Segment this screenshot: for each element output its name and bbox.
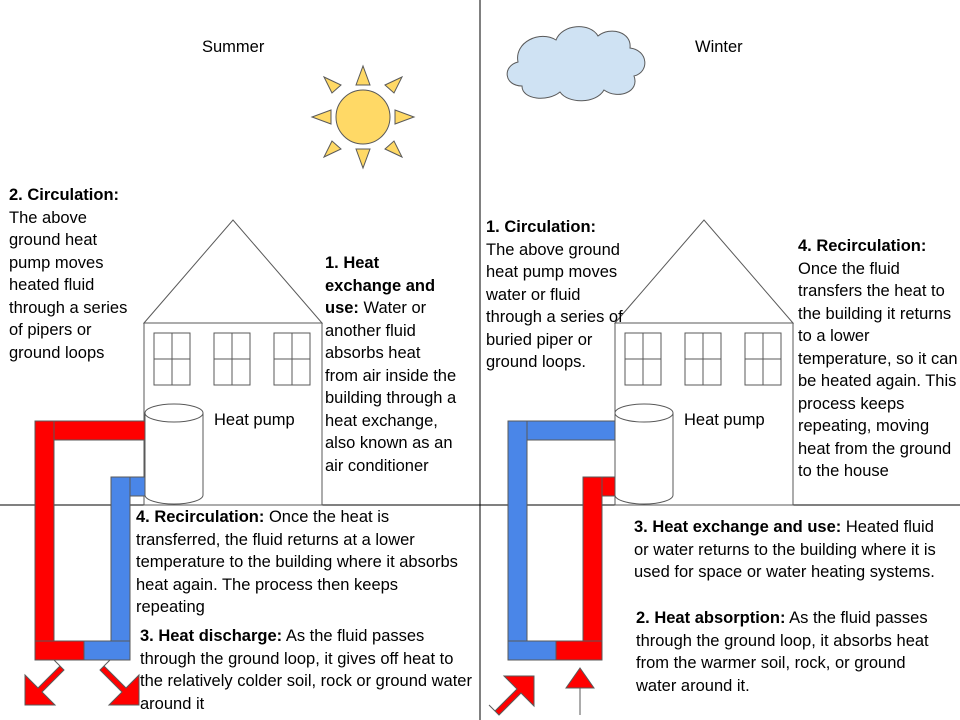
summer-heat-pump [144, 403, 204, 505]
winter-house-roof [613, 219, 795, 324]
winter-heat-arrows [488, 667, 595, 716]
winter-exchange-text: 3. Heat exchange and use: Heated fluid o… [634, 516, 939, 584]
winter-recirculation-head: 4. Recirculation: [798, 237, 927, 255]
winter-circulation-body: The above ground heat pump moves water o… [486, 240, 623, 372]
summer-hot-pipe [34, 420, 146, 661]
winter-absorption-head: 2. Heat absorption: [636, 609, 786, 627]
summer-pump-label: Heat pump [214, 411, 295, 429]
winter-cold-pipe [507, 420, 616, 661]
winter-window-2 [684, 332, 722, 386]
winter-recirculation-body: Once the fluid transfers the heat to the… [798, 259, 958, 481]
winter-circulation-text: 1. Circulation: The above ground heat pu… [486, 216, 624, 374]
cloud-icon [506, 26, 646, 102]
winter-arrow-left [488, 675, 535, 716]
summer-window-1 [153, 332, 191, 386]
winter-hot-pipe [555, 476, 616, 661]
winter-pump-label: Heat pump [684, 411, 765, 429]
winter-arrow-right [565, 667, 595, 715]
summer-arrow-left [24, 659, 65, 706]
winter-exchange-head: 3. Heat exchange and use: [634, 518, 842, 536]
summer-discharge-body: As the fluid passes through the ground l… [140, 627, 472, 713]
winter-circulation-head: 1. Circulation: [486, 218, 597, 236]
summer-exchange-body: Water or another fluid absorbs heat from… [325, 299, 457, 475]
sun-icon [310, 64, 416, 170]
summer-cold-pipe [83, 476, 146, 661]
winter-absorption-text: 2. Heat absorption: As the fluid passes … [636, 607, 936, 697]
summer-house-body [143, 322, 323, 506]
winter-absorption-body: As the fluid passes through the ground l… [636, 609, 929, 695]
summer-house-roof [142, 219, 324, 324]
winter-heat-pump [614, 403, 674, 505]
winter-exchange-body: Heated fluid or water returns to the bui… [634, 518, 936, 581]
summer-window-2 [213, 332, 251, 386]
summer-exchange-head: 1. Heat exchange and use: [325, 254, 436, 317]
summer-circulation-head: 2. Circulation: [9, 186, 120, 204]
summer-exchange-text: 1. Heat exchange and use: Water or anoth… [325, 252, 457, 477]
summer-arrow-right [99, 659, 140, 706]
summer-recirculation-text: 4. Recirculation: Once the heat is trans… [136, 506, 461, 619]
winter-window-1 [624, 332, 662, 386]
winter-window-3 [744, 332, 782, 386]
summer-circulation-text: 2. Circulation: The above ground heat pu… [9, 184, 139, 364]
summer-window-3 [273, 332, 311, 386]
summer-house [142, 219, 324, 506]
summer-discharge-head: 3. Heat discharge: [140, 627, 283, 645]
winter-house [613, 219, 795, 506]
summer-title: Summer [202, 38, 265, 56]
winter-title: Winter [695, 38, 743, 56]
summer-recirculation-head: 4. Recirculation: [136, 508, 265, 526]
summer-heat-arrows [24, 659, 140, 706]
winter-recirculation-text: 4. Recirculation: Once the fluid transfe… [798, 235, 958, 483]
summer-circulation-body: The above ground heat pump moves heated … [9, 208, 128, 362]
summer-recirculation-body: Once the heat is transferred, the fluid … [136, 508, 458, 616]
summer-discharge-text: 3. Heat discharge: As the fluid passes t… [140, 625, 475, 715]
